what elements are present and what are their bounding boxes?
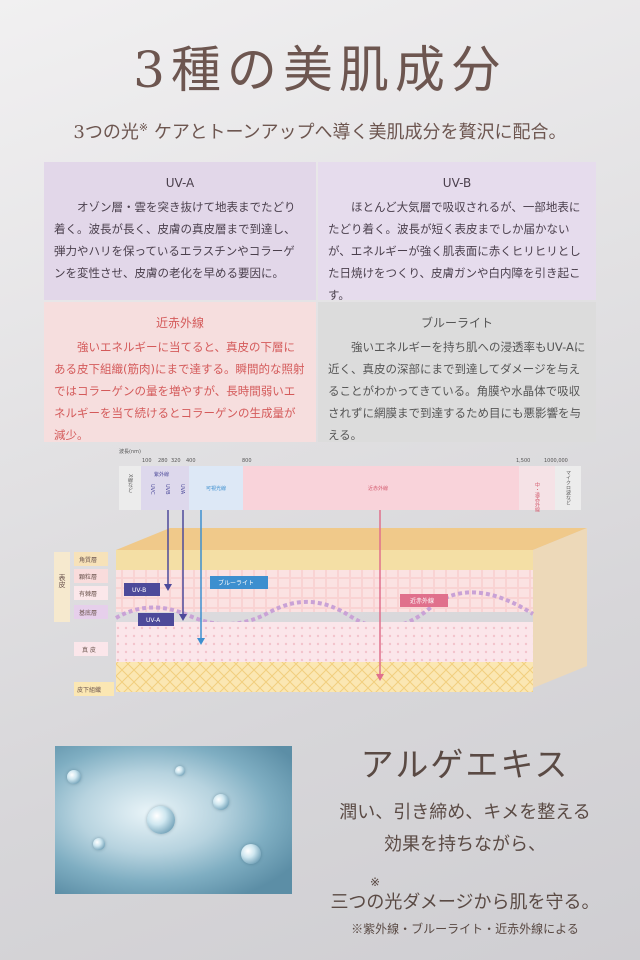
droplet-3	[93, 838, 105, 850]
dermis-label-box	[74, 642, 108, 656]
layer-dermis-label: 真 皮	[82, 646, 96, 654]
layer-granular-label: 顆粒層	[79, 573, 97, 581]
algae-footnote: ※紫外線・ブルーライト・近赤外線による	[351, 922, 579, 936]
wavelength-axis-label: 波長(nm)	[119, 448, 141, 455]
tick-100: 100	[142, 458, 152, 464]
tag-blue-light-label: ブルーライト	[218, 579, 254, 587]
tick-800: 800	[242, 458, 252, 464]
band-near-infrared-label: 近赤外線	[368, 485, 388, 492]
panel-blue-light-text: 強いエネルギーを持ち肌への浸透率もUV-Aに近く、真皮の深部にまで到達してダメー…	[328, 340, 586, 442]
layer-subcutis-label: 皮下組織	[77, 686, 101, 694]
band-xray	[119, 466, 141, 510]
band-near-infrared	[243, 466, 519, 510]
layer-epidermis-label: 表皮	[58, 573, 66, 589]
granular-label-box	[74, 569, 108, 583]
band-xray-label: X線など	[127, 474, 133, 493]
layer-subcutis-band	[116, 662, 533, 692]
spinous-label-box	[74, 586, 108, 600]
panel-near-infrared: 近赤外線 強いエネルギーに当てると、真皮の下層にある皮下組織(筋肉)にまで達する…	[44, 302, 316, 442]
band-uvb-label: UVB	[164, 484, 170, 495]
page-subtitle: 3つの光※ ケアとトーンアップへ導く美肌成分を贅沢に配合。	[0, 118, 640, 144]
subtitle-rest: ケアとトーンアップへ導く美肌成分を贅沢に配合。	[148, 122, 567, 143]
panel-blue-light-heading: ブルーライト	[420, 316, 493, 330]
basal-label-box	[74, 605, 108, 619]
band-visible-label: 可視光線	[206, 485, 226, 492]
subtitle-footnote-mark: ※	[138, 121, 149, 134]
band-uvc-label: UVC	[149, 484, 155, 495]
water-droplet-photo	[55, 746, 292, 894]
skin-penetration-diagram: 波長(nm) 100 280 320 400 800 1,500 1000,00…	[54, 448, 587, 696]
panel-uvb-heading: UV-B	[442, 176, 472, 190]
tag-uva-label: UV-A	[146, 617, 161, 624]
tag-blue-light	[210, 576, 268, 589]
tick-400: 400	[186, 458, 196, 464]
tick-1500: 1,500	[516, 458, 530, 464]
layer-spinous-label: 有棘層	[79, 590, 97, 598]
droplet-6	[67, 770, 81, 784]
stratum-corneum-label-box	[74, 552, 108, 566]
tag-near-infrared	[400, 594, 448, 607]
epidermis-label-box	[54, 552, 70, 622]
tick-1000000: 1000,000	[544, 458, 568, 464]
band-microwave	[555, 466, 581, 510]
subtitle-lead: 3つの光	[73, 122, 139, 143]
droplet-5	[175, 766, 185, 776]
algae-footnote-mark: ※	[370, 875, 381, 889]
uvb-arrow-head	[164, 584, 172, 591]
panel-near-infrared-heading: 近赤外線	[155, 316, 204, 330]
band-microwave-label: マイクロ波など	[565, 470, 571, 505]
band-uv	[141, 466, 189, 510]
subcutis-label-box	[74, 682, 114, 696]
algae-line-3: 三つの光ダメージから肌を守る。	[330, 892, 600, 913]
panel-uvb: UV-B ほとんど大気層で吸収されるが、一部地表にたどり着く。波長が短く表皮まで…	[318, 162, 596, 302]
panel-blue-light: ブルーライト 強いエネルギーを持ち肌への浸透率もUV-Aに近く、真皮の深部にまで…	[318, 302, 596, 442]
band-visible	[189, 466, 243, 510]
layer-stratum-corneum-band	[116, 550, 533, 570]
layer-dermis-band	[116, 622, 533, 662]
algae-line-2: 効果を持ちながら、	[384, 834, 546, 855]
droplet-1	[147, 806, 175, 834]
band-far-infrared	[519, 466, 555, 510]
droplet-4	[241, 844, 261, 864]
tag-uva	[138, 613, 174, 626]
tick-280: 280	[158, 458, 168, 464]
blue-light-arrow-head	[197, 638, 205, 645]
near-infrared-arrow-head	[376, 674, 384, 681]
droplet-2	[213, 794, 229, 810]
page-title: 3種の美肌成分	[133, 41, 507, 99]
layer-basal-label: 基底層	[79, 609, 97, 617]
panel-uva-text: オゾン層・雲を突き抜けて地表までたどり着く。波長が長く、皮膚の真皮層まで到達し、…	[54, 200, 296, 280]
band-far-infrared-label: 中・遠赤外線	[534, 481, 540, 512]
tag-uvb-label: UV-B	[132, 587, 146, 594]
panel-uva: UV-A オゾン層・雲を突き抜けて地表までたどり着く。波長が長く、皮膚の真皮層ま…	[44, 162, 316, 300]
tick-320: 320	[171, 458, 181, 464]
panel-near-infrared-text: 強いエネルギーに当てると、真皮の下層にある皮下組織(筋肉)にまで達する。瞬間的な…	[54, 340, 305, 442]
algae-line-1: 潤い、引き締め、キメを整える	[339, 802, 591, 823]
skin-top-surface	[116, 528, 587, 550]
uva-arrow-head	[179, 614, 187, 621]
panel-uva-heading: UV-A	[165, 176, 195, 190]
skin-right-side	[533, 528, 587, 688]
panel-uvb-text: ほとんど大気層で吸収されるが、一部地表にたどり着く。波長が短く表皮までしか届かな…	[328, 200, 581, 302]
band-uv-label: 紫外線	[154, 471, 169, 478]
tag-uvb	[124, 583, 160, 596]
layer-stratum-corneum-label: 角質層	[79, 556, 97, 564]
tag-near-infrared-label: 近赤外線	[410, 597, 434, 605]
algae-extract-title: アルゲエキス	[360, 745, 570, 784]
band-uva-label: UVA	[179, 484, 185, 495]
